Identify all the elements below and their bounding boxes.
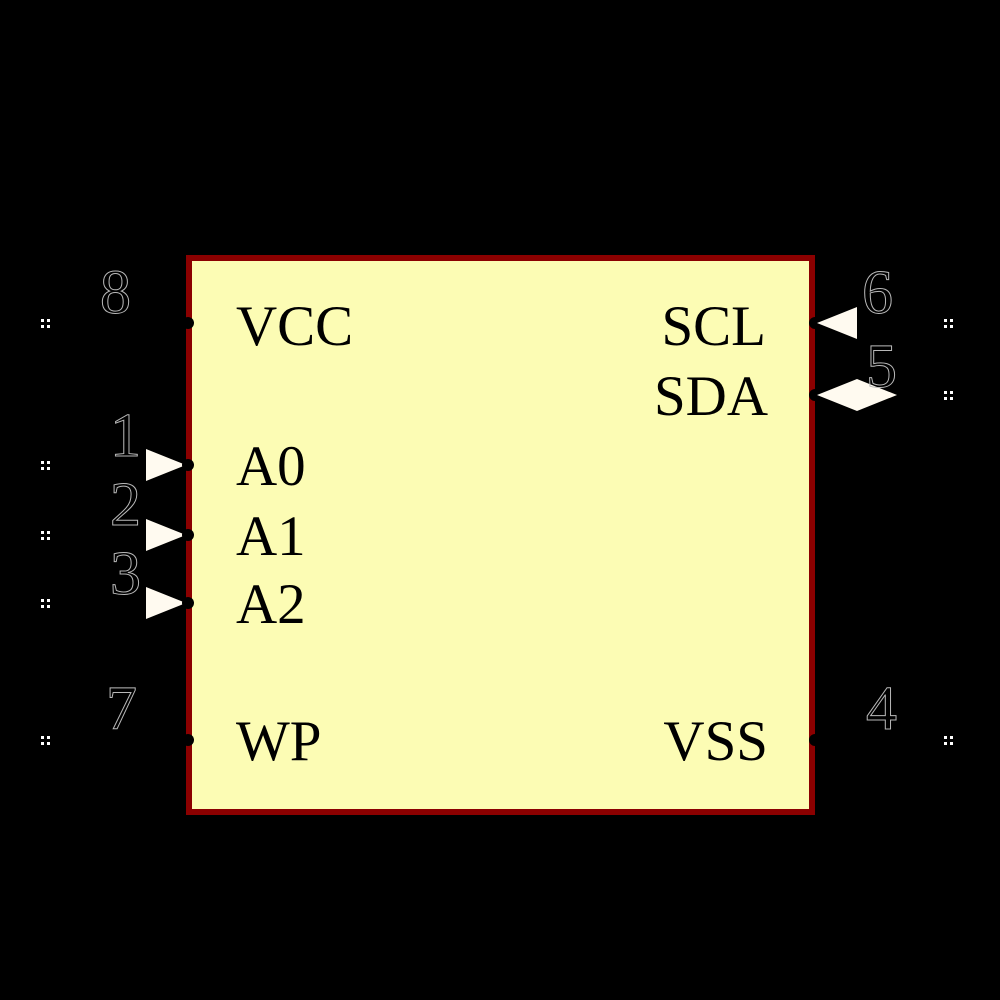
- grid-marker-pin-6: [944, 319, 953, 328]
- pin-number-6: 6: [862, 259, 894, 327]
- pin-number-4: 4: [866, 675, 898, 743]
- grid-marker-pin-3: [41, 599, 50, 608]
- grid-marker-pin-7: [41, 736, 50, 745]
- pin-arrow-input-a2-icon: [146, 587, 186, 619]
- pin-arrow-bidirectional-sda-right-icon: [857, 379, 897, 411]
- pin-number-3: 3: [110, 540, 142, 608]
- pin-number-5: 5: [866, 333, 898, 401]
- pin-label-a0: A0: [236, 435, 306, 498]
- grid-marker-pin-8: [41, 319, 50, 328]
- pin-dot-3[interactable]: [182, 597, 194, 609]
- pin-dot-4[interactable]: [809, 734, 821, 746]
- pin-dot-8[interactable]: [182, 317, 194, 329]
- pin-number-2: 2: [110, 471, 142, 539]
- pin-label-vcc: VCC: [236, 295, 354, 358]
- pin-dot-1[interactable]: [182, 459, 194, 471]
- pin-label-a1: A1: [236, 505, 306, 568]
- grid-marker-pin-1: [41, 461, 50, 470]
- grid-marker-pin-5: [944, 391, 953, 400]
- grid-marker-pin-2: [41, 531, 50, 540]
- pin-dot-2[interactable]: [182, 529, 194, 541]
- ic-body-rectangle[interactable]: [186, 255, 815, 815]
- grid-marker-pin-4: [944, 736, 953, 745]
- pin-arrow-input-a1-icon: [146, 519, 186, 551]
- pin-number-7: 7: [106, 675, 138, 743]
- pin-arrow-input-scl-icon: [817, 307, 857, 339]
- pin-label-a2: A2: [236, 573, 306, 636]
- pin-label-sda: SDA: [653, 365, 768, 428]
- pin-label-scl: SCL: [661, 295, 766, 358]
- pin-number-8: 8: [100, 259, 132, 327]
- pin-label-vss: VSS: [663, 710, 768, 773]
- pin-arrow-bidirectional-sda-left-icon: [817, 379, 857, 411]
- pin-dot-7[interactable]: [182, 734, 194, 746]
- pin-number-1: 1: [110, 402, 142, 470]
- pin-arrow-input-a0-icon: [146, 449, 186, 481]
- pin-label-wp: WP: [236, 710, 322, 773]
